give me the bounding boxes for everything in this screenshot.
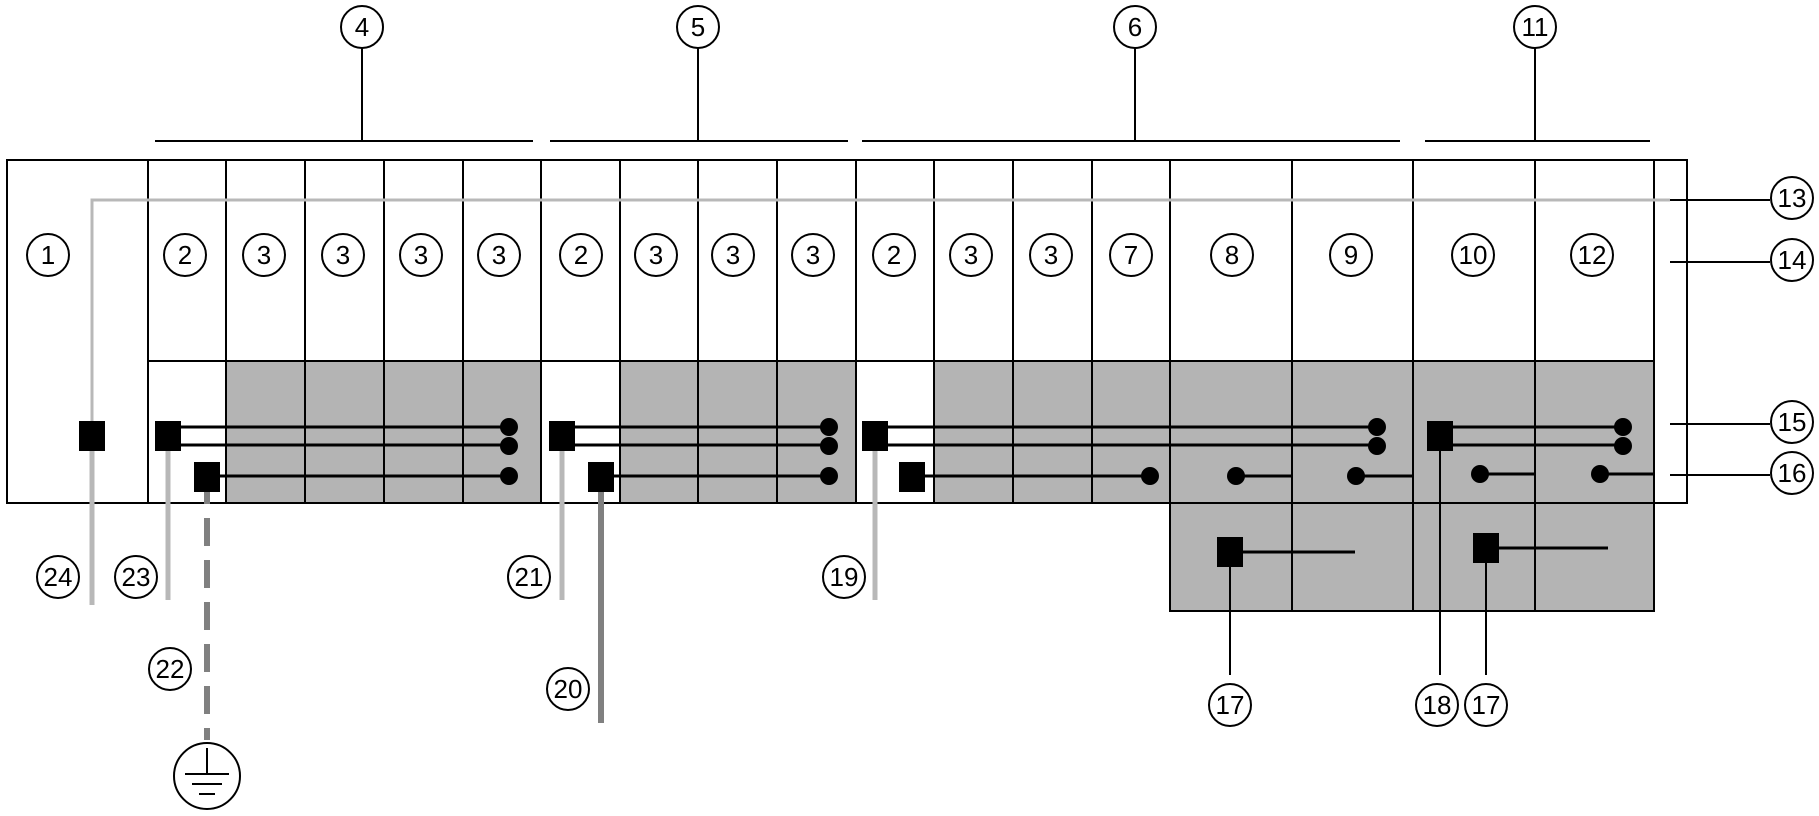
- callout-3: 3: [399, 233, 443, 277]
- callout-7: 7: [1109, 233, 1153, 277]
- terminal-17b: [1473, 533, 1499, 563]
- rack-frame: [6, 159, 1688, 504]
- leader-lines: [1670, 199, 1770, 476]
- svg-text:3: 3: [1044, 240, 1058, 270]
- svg-text:3: 3: [964, 240, 978, 270]
- svg-text:3: 3: [806, 240, 820, 270]
- svg-text:16: 16: [1778, 458, 1807, 488]
- svg-text:3: 3: [257, 240, 271, 270]
- callout-3: 3: [1029, 233, 1073, 277]
- shade-group-5: [620, 361, 856, 503]
- svg-text:24: 24: [44, 562, 73, 592]
- svg-text:21: 21: [515, 562, 544, 592]
- callout-15: 15: [1770, 400, 1814, 444]
- svg-text:2: 2: [887, 240, 901, 270]
- callout-22: 22: [148, 647, 192, 691]
- ground-icon: [173, 742, 241, 810]
- callout-8: 8: [1210, 233, 1254, 277]
- callout-9: 9: [1329, 233, 1373, 277]
- svg-text:10: 10: [1459, 240, 1488, 270]
- callout-3: 3: [949, 233, 993, 277]
- svg-text:5: 5: [691, 12, 705, 42]
- svg-text:12: 12: [1578, 240, 1607, 270]
- buses: [168, 425, 1654, 554]
- callout-18: 18: [1415, 683, 1459, 727]
- callout-14: 14: [1770, 238, 1814, 282]
- terminal-24: [79, 421, 105, 451]
- callout-3: 3: [634, 233, 678, 277]
- group-brackets: [155, 48, 1650, 142]
- terminal-21: [549, 421, 575, 451]
- svg-text:22: 22: [156, 654, 185, 684]
- callout-23: 23: [114, 555, 158, 599]
- svg-text:4: 4: [355, 12, 369, 42]
- callout-19: 19: [822, 555, 866, 599]
- callout-3: 3: [791, 233, 835, 277]
- callout-1: 1: [26, 233, 70, 277]
- callout-3: 3: [321, 233, 365, 277]
- callout-2: 2: [163, 233, 207, 277]
- svg-text:7: 7: [1124, 240, 1138, 270]
- svg-text:19: 19: [830, 562, 859, 592]
- callout-2: 2: [559, 233, 603, 277]
- svg-text:23: 23: [122, 562, 151, 592]
- callout-4: 4: [340, 5, 384, 49]
- module-dividers: [147, 160, 1655, 612]
- callout-24: 24: [36, 555, 80, 599]
- callout-3: 3: [711, 233, 755, 277]
- svg-text:17: 17: [1472, 690, 1501, 720]
- svg-text:2: 2: [574, 240, 588, 270]
- svg-text:15: 15: [1778, 407, 1807, 437]
- callout-2: 2: [872, 233, 916, 277]
- svg-text:3: 3: [414, 240, 428, 270]
- svg-text:3: 3: [336, 240, 350, 270]
- svg-text:13: 13: [1778, 183, 1807, 213]
- callout-20: 20: [546, 667, 590, 711]
- svg-text:3: 3: [726, 240, 740, 270]
- svg-text:20: 20: [554, 674, 583, 704]
- svg-text:3: 3: [492, 240, 506, 270]
- terminal-22: [194, 462, 220, 492]
- callout-17: 17: [1464, 683, 1508, 727]
- svg-text:6: 6: [1128, 12, 1142, 42]
- svg-text:9: 9: [1344, 240, 1358, 270]
- svg-text:17: 17: [1216, 690, 1245, 720]
- terminal-20: [588, 462, 614, 492]
- callout-3: 3: [242, 233, 286, 277]
- callout-10: 10: [1451, 233, 1495, 277]
- shade-group-6-left: [934, 361, 1170, 503]
- svg-text:11: 11: [1522, 12, 1549, 42]
- terminal-23: [155, 421, 181, 451]
- svg-text:8: 8: [1225, 240, 1239, 270]
- terminal-blocks: [79, 421, 1499, 567]
- wires: [89, 435, 1487, 740]
- callout-16: 16: [1770, 451, 1814, 495]
- svg-text:14: 14: [1778, 245, 1807, 275]
- callout-13: 13: [1770, 176, 1814, 220]
- callout-3: 3: [477, 233, 521, 277]
- callout-11: 11: [1513, 5, 1557, 49]
- terminal-6b: [899, 462, 925, 492]
- svg-text:1: 1: [41, 240, 55, 270]
- callout-17: 17: [1208, 683, 1252, 727]
- callout-21: 21: [507, 555, 551, 599]
- terminal-18: [1427, 421, 1453, 451]
- terminal-17a: [1217, 537, 1243, 567]
- gray-rail: [90, 198, 1670, 435]
- svg-text:2: 2: [178, 240, 192, 270]
- svg-text:18: 18: [1423, 690, 1452, 720]
- callout-6: 6: [1113, 5, 1157, 49]
- callout-12: 12: [1570, 233, 1614, 277]
- svg-text:3: 3: [649, 240, 663, 270]
- bus-endpoints: [500, 418, 1632, 485]
- callout-5: 5: [676, 5, 720, 49]
- terminal-19: [862, 421, 888, 451]
